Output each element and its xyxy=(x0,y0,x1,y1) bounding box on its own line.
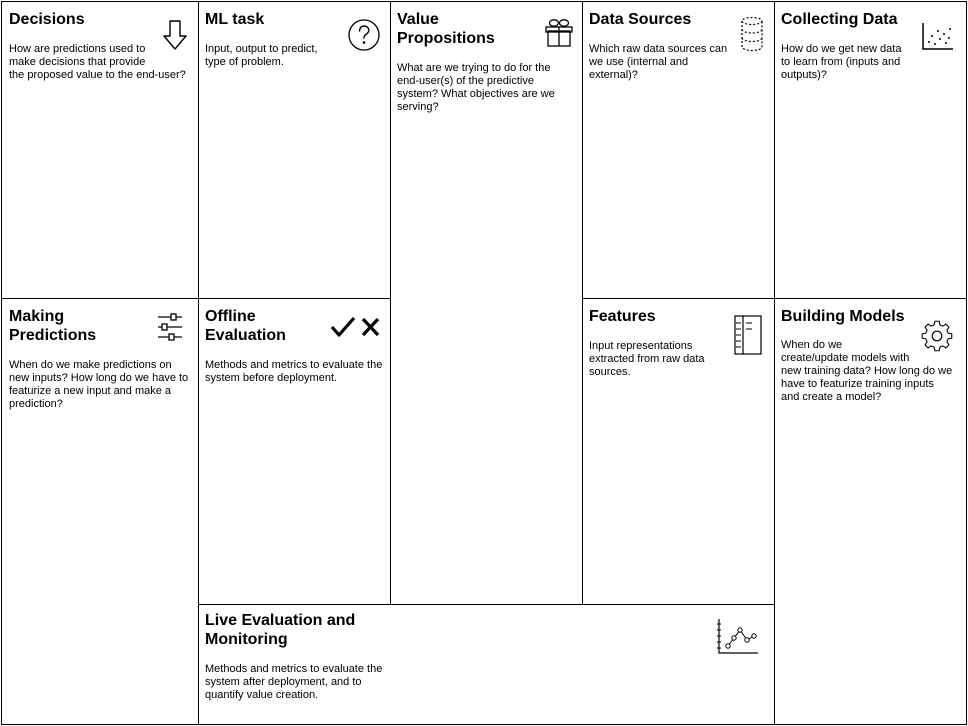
offline-evaluation-title: Offline Evaluation xyxy=(205,308,286,344)
building-models-title: Building Models xyxy=(781,308,905,325)
making-predictions-title: Making Predictions xyxy=(9,308,97,344)
value-propositions-block: Value Propositions What are we trying to… xyxy=(391,2,582,604)
data-sources-description: Which raw data sources can we use (inter… xyxy=(589,43,728,81)
offline-evaluation-block: Offline Evaluation Methods and metrics t… xyxy=(199,299,390,604)
live-evaluation-block: Live Evaluation and Monitoring Methods a… xyxy=(199,605,774,724)
gear-icon xyxy=(921,320,953,352)
data-sources-block: Data Sources Which raw data sources can … xyxy=(583,2,774,298)
arrow-down-icon xyxy=(163,20,187,50)
gift-icon xyxy=(545,19,573,47)
sliders-icon xyxy=(158,313,182,341)
decisions-description: How are predictions used to make decisio… xyxy=(9,43,186,81)
divider-horizontal-right xyxy=(582,298,966,299)
question-circle-icon xyxy=(348,19,380,51)
ml-task-title: ML task xyxy=(205,11,265,28)
features-title: Features xyxy=(589,308,656,325)
live-evaluation-title: Live Evaluation and Monitoring xyxy=(205,612,356,648)
database-icon xyxy=(741,16,763,52)
scatter-plot-icon xyxy=(922,23,953,50)
collecting-data-block: Collecting Data How do we get new data t… xyxy=(775,2,966,298)
feature-list-icon xyxy=(734,315,762,355)
decisions-block: Decisions How are predictions used to ma… xyxy=(2,2,198,298)
divider-vertical-4 xyxy=(774,2,775,724)
live-evaluation-description: Methods and metrics to evaluate the syst… xyxy=(205,663,383,701)
ml-task-block: ML task Input, output to predict, type o… xyxy=(199,2,390,298)
features-description: Input representations extracted from raw… xyxy=(589,340,705,378)
value-propositions-title: Value Propositions xyxy=(397,11,495,47)
divider-vertical-2 xyxy=(390,2,391,604)
making-predictions-description: When do we make predictions on new input… xyxy=(9,359,189,410)
check-cross-icon xyxy=(330,316,380,337)
decisions-title: Decisions xyxy=(9,11,85,28)
features-block: Features Input representations extracted… xyxy=(583,299,774,604)
building-models-description: When do we create/update models with new… xyxy=(781,339,953,403)
ml-task-description: Input, output to predict, type of proble… xyxy=(205,43,318,68)
building-models-block: Building Models When do we create/update… xyxy=(775,299,966,724)
divider-horizontal-left xyxy=(2,298,390,299)
divider-vertical-3 xyxy=(582,2,583,604)
making-predictions-block: Making Predictions When do we make predi… xyxy=(2,299,198,724)
line-chart-icon xyxy=(717,619,758,654)
divider-vertical-1 xyxy=(198,2,199,724)
collecting-data-title: Collecting Data xyxy=(781,11,898,28)
collecting-data-description: How do we get new data to learn from (in… xyxy=(781,43,902,81)
value-propositions-description: What are we trying to do for the end-use… xyxy=(397,62,555,113)
data-sources-title: Data Sources xyxy=(589,11,692,28)
divider-horizontal-bottom xyxy=(198,604,774,605)
offline-evaluation-description: Methods and metrics to evaluate the syst… xyxy=(205,359,383,384)
